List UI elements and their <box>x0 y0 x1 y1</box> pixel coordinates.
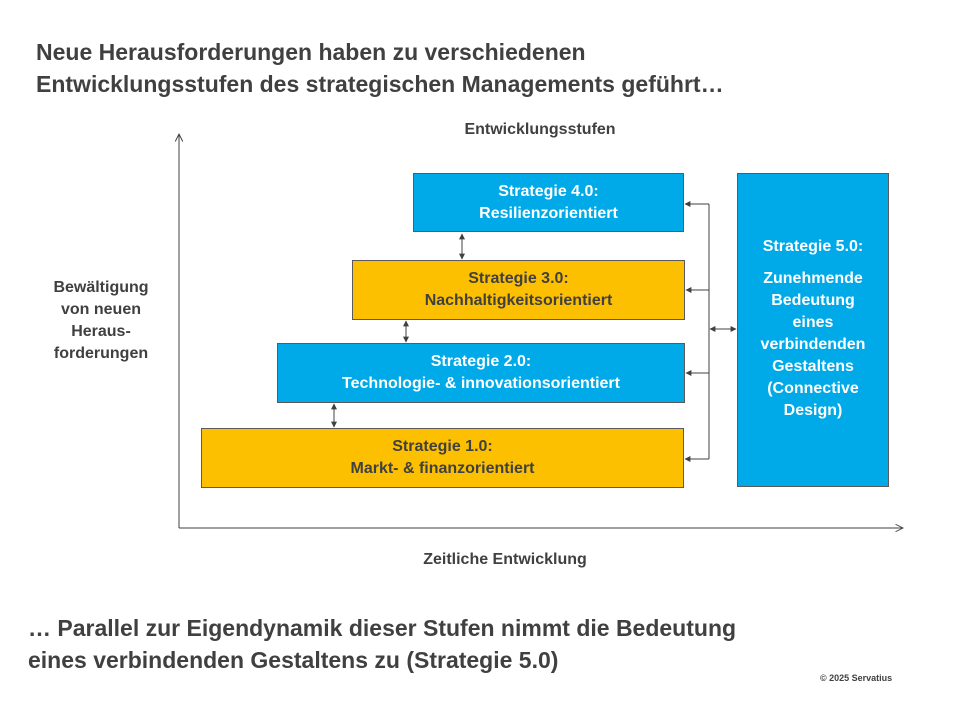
stage-1-name: Strategie 1.0: <box>392 438 493 455</box>
stage-4-name: Strategie 4.0: <box>498 182 599 200</box>
stage-4-box: Strategie 4.0: Resilienzorientiert <box>413 173 684 232</box>
top-label: Entwicklungsstufen <box>464 121 616 138</box>
stage-2-box: Strategie 2.0: Technologie- & innovation… <box>277 343 685 403</box>
title-line-2: Entwicklungsstufen des strategischen Man… <box>36 71 724 97</box>
strategy5-line-4: verbindenden <box>760 336 866 353</box>
strategy5-line-7: Design) <box>783 402 843 419</box>
y-axis-label-line-2: von neuen <box>60 301 141 318</box>
y-axis-label-line-3: Heraus- <box>71 323 131 340</box>
strategy5-line-6: (Connective <box>767 380 859 397</box>
strategy5-box: Strategie 5.0: Zunehmende Bedeutung eine… <box>737 173 889 487</box>
y-axis-label-line-4: forderungen <box>53 345 149 362</box>
y-axis-label-line-1: Bewältigung <box>53 279 149 296</box>
stage-3-box: Strategie 3.0: Nachhaltigkeitsorientiert <box>352 260 685 320</box>
x-axis-label: Zeitliche Entwicklung <box>423 551 587 568</box>
bottom-line-2: eines verbindenden Gestaltens zu (Strate… <box>28 647 559 673</box>
bottom-statement: … Parallel zur Eigendynamik dieser Stufe… <box>28 612 928 676</box>
copyright-note: © 2025 Servatius <box>820 673 893 683</box>
stage-3-desc: Nachhaltigkeitsorientiert <box>424 292 613 309</box>
page-title: Neue Herausforderungen haben zu verschie… <box>36 36 936 100</box>
y-axis-label: Bewältigung von neuen Heraus- forderunge… <box>36 277 166 365</box>
stage-4-desc: Resilienzorientiert <box>479 204 618 222</box>
strategy5-line-1: Zunehmende <box>763 270 863 287</box>
strategy5-line-3: eines <box>792 314 834 331</box>
stage-1-box: Strategie 1.0: Markt- & finanzorientiert <box>201 428 684 488</box>
strategy5-name: Strategie 5.0: <box>762 238 864 255</box>
strategy5-line-5: Gestaltens <box>772 358 854 375</box>
stage-3-name: Strategie 3.0: <box>468 270 569 287</box>
stage-2-desc: Technologie- & innovationsorientiert <box>342 375 620 392</box>
title-line-1: Neue Herausforderungen haben zu verschie… <box>36 39 586 65</box>
bottom-line-1: … Parallel zur Eigendynamik dieser Stufe… <box>28 615 737 641</box>
stage-2-name: Strategie 2.0: <box>430 353 532 370</box>
strategy5-line-2: Bedeutung <box>771 292 855 309</box>
stage-1-desc: Markt- & finanzorientiert <box>350 460 535 477</box>
